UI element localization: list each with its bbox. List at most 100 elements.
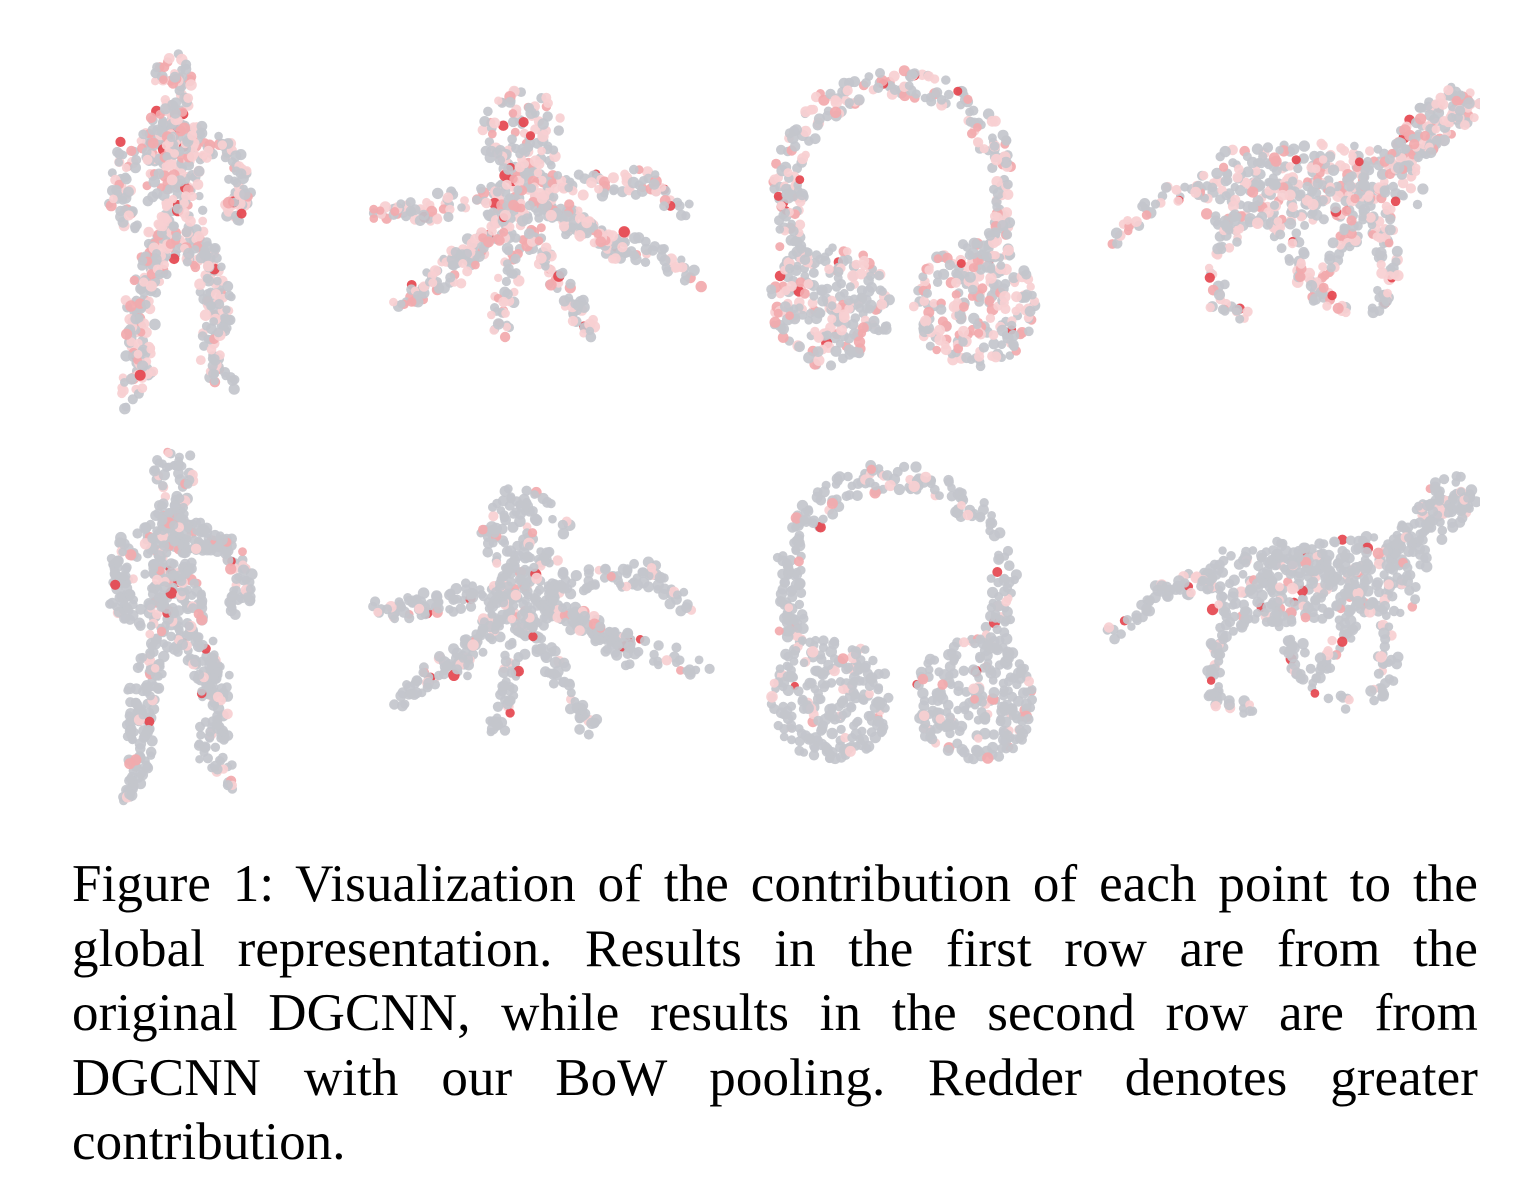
point <box>876 299 888 310</box>
point <box>808 518 818 529</box>
point <box>479 116 491 127</box>
point <box>390 207 400 216</box>
point <box>1204 272 1215 283</box>
point <box>1262 142 1274 153</box>
point <box>214 299 225 310</box>
point <box>851 259 862 270</box>
point <box>1384 238 1394 248</box>
point <box>431 590 443 602</box>
point <box>825 645 837 658</box>
point <box>1379 187 1391 198</box>
point <box>1137 201 1147 212</box>
point <box>118 150 128 160</box>
point <box>183 93 194 103</box>
point <box>793 556 804 567</box>
point <box>808 267 819 278</box>
point <box>513 185 523 195</box>
point <box>501 276 511 287</box>
point <box>1383 288 1392 298</box>
point <box>774 626 784 636</box>
point <box>1298 246 1309 258</box>
point <box>629 164 639 175</box>
point <box>183 479 193 489</box>
point <box>140 569 150 579</box>
point <box>1003 179 1013 190</box>
point <box>1276 243 1287 254</box>
point <box>514 162 525 173</box>
point <box>493 617 504 628</box>
point <box>767 289 777 300</box>
point <box>791 545 800 554</box>
point <box>570 570 582 582</box>
point <box>143 226 154 238</box>
point <box>987 741 999 754</box>
point <box>1213 289 1226 301</box>
point <box>125 774 135 784</box>
point <box>227 590 239 602</box>
point <box>483 236 495 248</box>
point <box>1028 290 1037 300</box>
point <box>775 225 785 234</box>
point <box>198 205 208 215</box>
point <box>852 346 864 358</box>
point <box>778 551 788 561</box>
point <box>541 92 552 103</box>
point <box>508 116 519 128</box>
point <box>501 546 513 557</box>
point <box>943 649 955 661</box>
point <box>817 295 829 307</box>
point <box>148 175 161 188</box>
point <box>194 278 206 290</box>
point <box>797 609 808 620</box>
point <box>803 351 815 364</box>
point <box>525 131 536 141</box>
point <box>169 71 181 83</box>
point <box>1241 178 1252 188</box>
point <box>932 345 941 355</box>
point <box>892 466 903 477</box>
point <box>195 755 204 764</box>
point <box>509 555 521 566</box>
point <box>159 62 170 73</box>
point <box>1123 216 1132 225</box>
point <box>138 710 148 720</box>
point <box>918 272 928 282</box>
point <box>1207 182 1218 193</box>
point <box>174 456 183 466</box>
point <box>1021 269 1032 280</box>
point <box>168 221 179 232</box>
point <box>835 677 845 686</box>
point <box>498 120 509 131</box>
point <box>1284 254 1294 263</box>
point <box>591 634 601 645</box>
point <box>888 70 900 82</box>
point <box>558 566 569 578</box>
point <box>630 189 641 200</box>
point <box>152 684 163 694</box>
point <box>975 361 986 372</box>
point <box>1409 139 1420 150</box>
point <box>224 670 234 680</box>
point <box>979 498 989 508</box>
point <box>487 226 497 236</box>
point <box>956 259 966 268</box>
point <box>216 531 225 540</box>
point <box>677 262 688 273</box>
point <box>1311 209 1323 221</box>
point <box>1201 208 1213 220</box>
point <box>1305 280 1318 292</box>
row-original-dgcnn <box>104 49 1480 415</box>
point <box>148 366 159 377</box>
point <box>785 263 795 274</box>
point <box>133 338 143 348</box>
point <box>861 743 872 754</box>
point <box>951 508 963 519</box>
point <box>997 220 1009 231</box>
point <box>968 683 979 695</box>
point <box>789 237 799 247</box>
point <box>825 360 837 371</box>
point <box>549 192 559 202</box>
point <box>508 601 519 611</box>
point <box>981 261 993 273</box>
point <box>681 270 691 281</box>
